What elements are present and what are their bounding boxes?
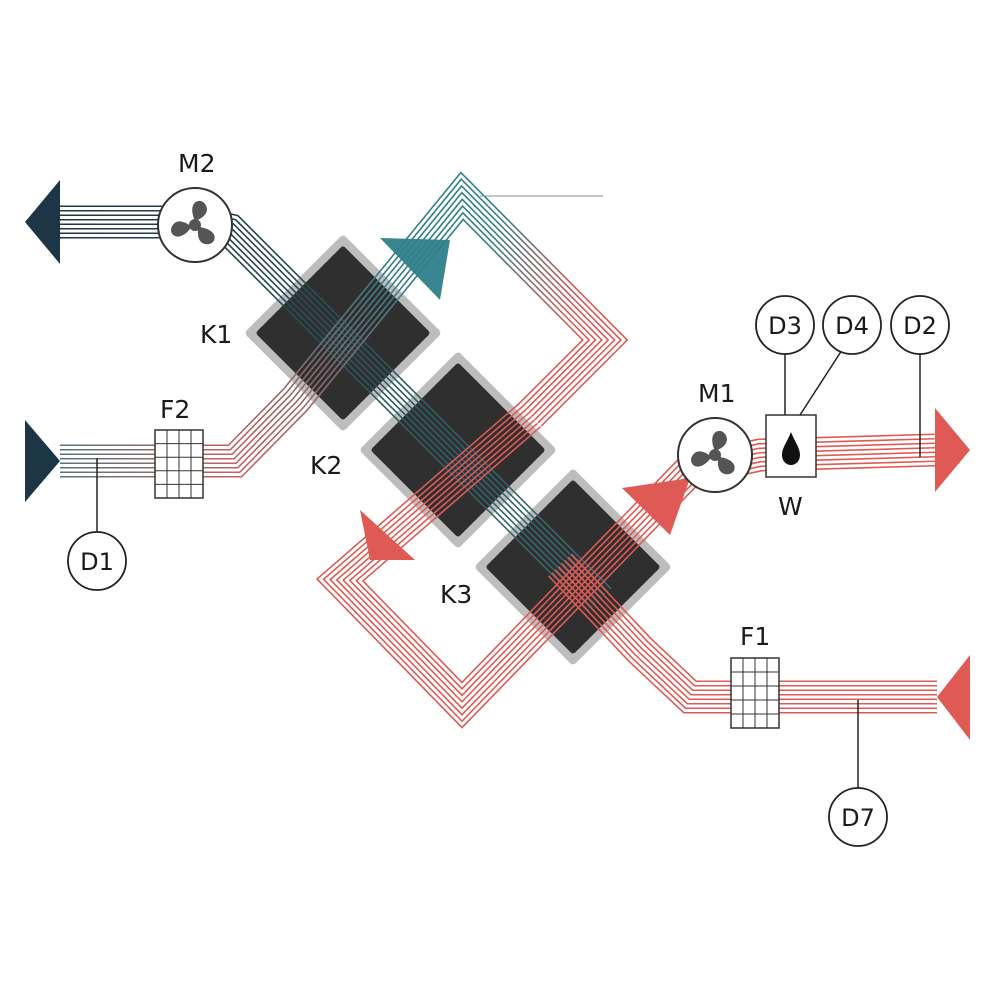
flow-arrow-icon [380, 238, 450, 300]
flow-arrow-icon [622, 478, 690, 535]
fan-icon [171, 200, 215, 245]
stream-line [60, 205, 612, 590]
sensor-d4: D4 [799, 295, 882, 416]
filter-grid-icon [731, 658, 779, 728]
flow-arrow-icon [25, 180, 60, 264]
stream-line [60, 198, 603, 465]
svg-text:D4: D4 [835, 312, 869, 340]
flow-arrow-icon [360, 510, 415, 560]
label-w: W [778, 492, 803, 521]
fan-icon [691, 430, 735, 475]
stream-line [557, 565, 937, 701]
label-f2: F2 [160, 395, 190, 424]
stream-line [60, 218, 584, 478]
stream-line [60, 214, 606, 596]
svg-text:D7: D7 [841, 804, 875, 832]
stream-line [564, 559, 937, 692]
sensor-d2: D2 [890, 295, 950, 457]
flow-arrow-icon [25, 420, 60, 502]
stream-line [60, 211, 591, 474]
stream-line [567, 556, 937, 687]
fan-m1 [677, 417, 753, 493]
stream-line [551, 572, 937, 710]
stream-line [561, 562, 937, 696]
sensor-d3: D3 [755, 295, 815, 415]
label-k2: K2 [310, 451, 342, 480]
label-m2: M2 [178, 149, 215, 178]
sensor-d7: D7 [828, 700, 888, 847]
label-k1: K1 [200, 320, 232, 349]
stream-line [547, 575, 937, 714]
svg-text:D1: D1 [80, 548, 114, 576]
humidifier-w [765, 414, 817, 478]
filter-f1 [730, 657, 780, 729]
label-f1: F1 [740, 622, 770, 651]
filter-f2 [154, 429, 204, 499]
sensor-d1: D1 [67, 458, 127, 591]
stream-line [60, 204, 597, 469]
stream-line [60, 209, 609, 593]
fan-m2 [157, 187, 233, 263]
stream-line [570, 553, 937, 683]
svg-text:D2: D2 [903, 312, 937, 340]
water-drop-icon [782, 432, 800, 465]
stream-line [554, 569, 937, 705]
flow-arrow-icon [937, 655, 970, 740]
label-m1: M1 [698, 379, 735, 408]
label-k3: K3 [440, 580, 472, 609]
svg-text:D3: D3 [768, 312, 802, 340]
stream-line [60, 191, 610, 460]
extract-stream [547, 553, 937, 714]
filter-grid-icon [155, 430, 203, 498]
flow-arrow-icon [935, 408, 970, 492]
